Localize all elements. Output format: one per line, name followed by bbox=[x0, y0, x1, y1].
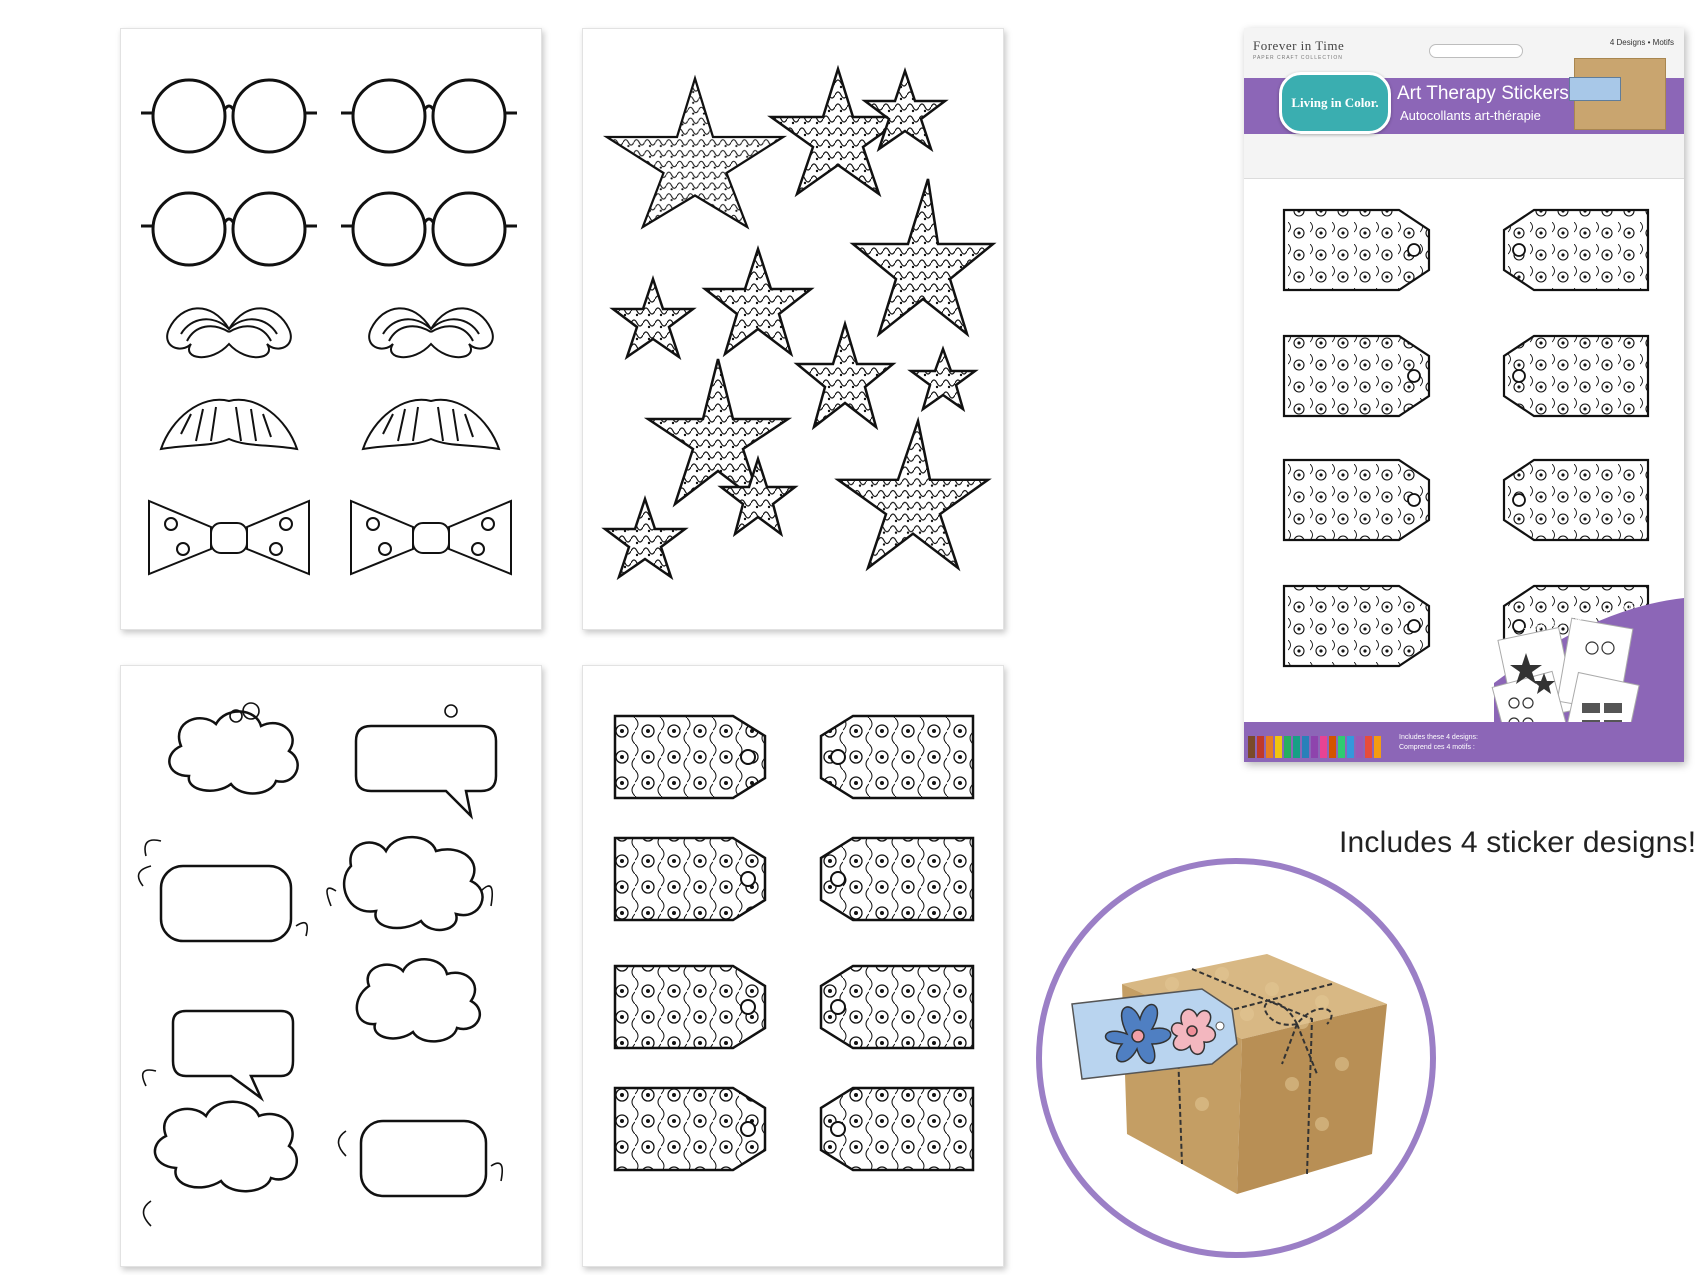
tag-sticker-icon bbox=[819, 1086, 975, 1172]
pencil-icon bbox=[1266, 736, 1273, 758]
hang-hole bbox=[1429, 44, 1523, 58]
tag-sticker-icon bbox=[819, 714, 975, 800]
tag-sticker-icon bbox=[1502, 208, 1650, 292]
speech-bubbles-art bbox=[137, 702, 504, 1227]
bushy-mustache-icon bbox=[159, 398, 299, 451]
living-in-color-badge: Living in Color. bbox=[1279, 72, 1391, 134]
star-icon bbox=[861, 67, 949, 153]
glasses-icon bbox=[141, 191, 317, 267]
floral-tags-art bbox=[613, 714, 975, 1172]
pencil-icon bbox=[1374, 736, 1381, 758]
gift-tag-thumbnail bbox=[1569, 77, 1621, 101]
star-icon bbox=[834, 416, 992, 572]
product-package: Forever in Time PAPER CRAFT COLLECTION 4… bbox=[1244, 28, 1684, 762]
pencil-icon bbox=[1257, 736, 1264, 758]
gift-box-thumbnail bbox=[1569, 58, 1666, 130]
package-title-en: Art Therapy Stickers bbox=[1397, 83, 1569, 104]
cloud-bubble-icon bbox=[355, 958, 482, 1043]
tag-sticker-icon bbox=[1282, 334, 1431, 418]
pencil-icon bbox=[1338, 736, 1345, 758]
stars-art bbox=[601, 64, 997, 581]
star-icon bbox=[602, 74, 788, 230]
includes-designs-en: Includes these 4 designs: bbox=[1399, 734, 1478, 741]
pencil-icon bbox=[1311, 736, 1318, 758]
cloud-bubble-icon bbox=[168, 710, 299, 795]
tag-sticker-icon bbox=[1502, 458, 1650, 542]
cloud-bubble-icon bbox=[342, 835, 484, 932]
glasses-mustache-bowtie-sheet bbox=[120, 28, 542, 630]
brand-subtitle: PAPER CRAFT COLLECTION bbox=[1253, 55, 1343, 61]
pencil-icon bbox=[1320, 736, 1327, 758]
star-icon bbox=[601, 495, 689, 581]
frame-bubble-icon bbox=[359, 1119, 488, 1198]
tag-sticker-icon bbox=[613, 1086, 767, 1172]
tag-sticker-icon bbox=[613, 836, 767, 922]
includes-caption: Includes 4 sticker designs! bbox=[1339, 826, 1697, 859]
brand-logo: Forever in Time bbox=[1253, 38, 1345, 53]
pencil-icon bbox=[1365, 736, 1372, 758]
speech-bubbles-sheet bbox=[120, 665, 542, 1267]
gift-box-icon bbox=[1122, 954, 1387, 1194]
star-icon bbox=[609, 275, 697, 361]
floral-gift-tag-icon bbox=[1071, 988, 1238, 1080]
bowtie-icon bbox=[350, 499, 512, 576]
curly-mustache-icon bbox=[368, 307, 494, 359]
designs-count: 4 Designs • Motifs bbox=[1609, 38, 1674, 47]
star-icon bbox=[849, 178, 997, 338]
pencil-icon bbox=[1248, 736, 1255, 758]
cloud-bubble-icon bbox=[153, 1100, 299, 1193]
glasses-mustache-bowtie-art bbox=[141, 78, 517, 576]
trendy-label-art: TRENDY ICONS · ICÔNES À LA MODE bbox=[1524, 603, 1641, 636]
floral-tags-sheet bbox=[582, 665, 1004, 1267]
tag-sticker-icon bbox=[819, 964, 975, 1050]
package-tags-art bbox=[1282, 208, 1684, 762]
colored-pencils-strip bbox=[1248, 736, 1388, 758]
glasses-icon bbox=[141, 78, 317, 154]
pencil-icon bbox=[1275, 736, 1282, 758]
speech-bubble-icon bbox=[171, 1009, 295, 1102]
tag-sticker-icon bbox=[1282, 208, 1431, 292]
star-icon bbox=[701, 244, 815, 358]
bowtie-icon bbox=[148, 499, 310, 576]
star-icon bbox=[643, 358, 793, 508]
gift-box-illustration bbox=[1071, 954, 1387, 1194]
stars-sheet bbox=[582, 28, 1004, 630]
tag-sticker-icon bbox=[1282, 458, 1431, 542]
speech-bubble-icon bbox=[354, 724, 498, 820]
frame-bubble-icon bbox=[159, 864, 293, 943]
pencil-icon bbox=[1284, 736, 1291, 758]
tag-sticker-icon bbox=[613, 714, 767, 800]
pencil-icon bbox=[1293, 736, 1300, 758]
star-icon bbox=[793, 319, 897, 431]
trendy-icons-label: TRENDY ICONS · ICÔNES À LA MODE bbox=[1524, 603, 1641, 636]
tag-sticker-icon bbox=[819, 836, 975, 922]
pencil-icon bbox=[1356, 736, 1363, 758]
includes-designs-fr: Comprend ces 4 motifs : bbox=[1399, 744, 1475, 751]
tag-sticker-icon bbox=[613, 964, 767, 1050]
tag-sticker-icon bbox=[1282, 584, 1431, 668]
bushy-mustache-icon bbox=[361, 398, 501, 451]
tag-sticker-icon bbox=[1502, 334, 1650, 418]
pencil-icon bbox=[1329, 736, 1336, 758]
glasses-icon bbox=[341, 78, 517, 154]
star-icon bbox=[717, 454, 799, 538]
pencil-icon bbox=[1347, 736, 1354, 758]
glasses-icon bbox=[341, 191, 517, 267]
gift-box-photo-circle bbox=[1036, 858, 1436, 1258]
star-icon bbox=[907, 345, 979, 413]
pencil-icon bbox=[1302, 736, 1309, 758]
package-title-fr: Autocollants art-thérapie bbox=[1400, 108, 1541, 123]
curly-mustache-icon bbox=[166, 307, 292, 359]
package-header: Forever in Time PAPER CRAFT COLLECTION 4… bbox=[1244, 28, 1684, 179]
